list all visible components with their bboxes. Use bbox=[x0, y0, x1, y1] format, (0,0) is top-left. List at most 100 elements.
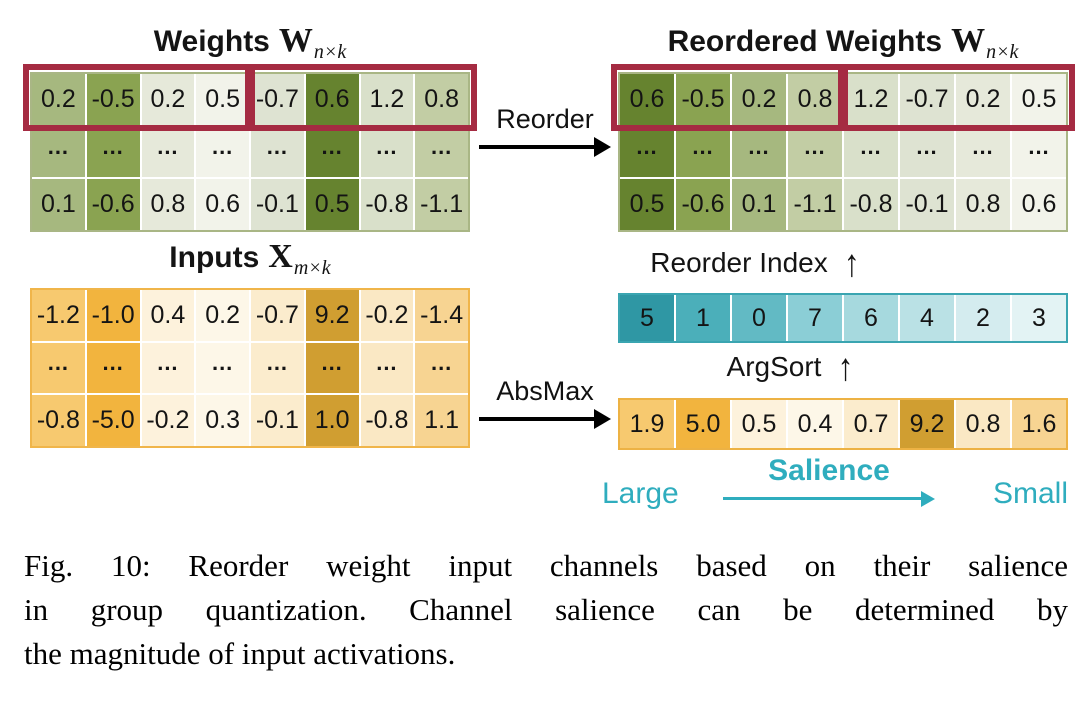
inputs-title-text: Inputs bbox=[169, 241, 260, 274]
matrix-cell: 0.2 bbox=[141, 74, 195, 125]
matrix-cell: 0.4 bbox=[788, 400, 842, 448]
matrix-cell: -0.1 bbox=[251, 395, 304, 446]
matrix-cell: -0.8 bbox=[32, 395, 85, 446]
matrix-cell: ... bbox=[32, 126, 85, 178]
matrix-cell: 0.6 bbox=[1012, 179, 1066, 230]
inputs-subscript: m×k bbox=[293, 257, 331, 279]
matrix-cell: ... bbox=[86, 126, 140, 178]
matrix-cell: 3 bbox=[1012, 295, 1066, 341]
matrix-cell: -0.1 bbox=[900, 179, 954, 230]
arrow-shaft bbox=[723, 497, 925, 500]
matrix-cell: 1 bbox=[676, 295, 730, 341]
matrix-cell: ... bbox=[900, 126, 954, 178]
matrix-cell: ... bbox=[196, 342, 249, 394]
matrix-cell: 0.2 bbox=[732, 74, 786, 125]
matrix-cell: ... bbox=[676, 126, 730, 178]
arrow-head bbox=[594, 409, 611, 429]
matrix-cell: 0.5 bbox=[1012, 74, 1066, 125]
matrix-cell: ... bbox=[415, 342, 468, 394]
matrix-cell: 0.8 bbox=[141, 179, 195, 230]
matrix-cell: -0.8 bbox=[360, 179, 414, 230]
matrix-cell: 1.9 bbox=[620, 400, 674, 448]
matrix-cell: ... bbox=[251, 342, 304, 394]
argsort-text: ArgSort bbox=[726, 351, 822, 382]
matrix-cell: 0.8 bbox=[956, 400, 1010, 448]
matrix-cell: 0.8 bbox=[956, 179, 1010, 230]
matrix-cell: 0.8 bbox=[415, 74, 468, 125]
reordered-weights-math-symbol: W bbox=[951, 22, 986, 59]
matrix-cell: 7 bbox=[788, 295, 842, 341]
matrix-cell: -1.1 bbox=[788, 179, 842, 230]
matrix-cell: 1.0 bbox=[305, 395, 359, 446]
matrix-cell: ... bbox=[305, 342, 359, 394]
weights-title-text: Weights bbox=[153, 25, 270, 58]
matrix-cell: 0.4 bbox=[141, 290, 195, 341]
reorder-index-label: Reorder Index ↑ bbox=[530, 244, 980, 282]
caption-line: Fig. 10: Reorder weight input channels b… bbox=[24, 548, 1068, 583]
arrow-shaft bbox=[479, 145, 599, 149]
argsort-label: ArgSort ↑ bbox=[565, 348, 1015, 386]
matrix-cell: -0.2 bbox=[141, 395, 195, 446]
matrix-cell: ... bbox=[32, 342, 85, 394]
matrix-cell: 0.8 bbox=[788, 74, 842, 125]
matrix-cell: ... bbox=[305, 126, 359, 178]
matrix-cell: 0.5 bbox=[305, 179, 359, 230]
matrix-cell: 9.2 bbox=[305, 290, 359, 341]
caption-line: the magnitude of input activations. bbox=[24, 636, 456, 671]
matrix-cell: ... bbox=[620, 126, 674, 178]
salience-large-label: Large bbox=[602, 477, 679, 510]
matrix-cell: ... bbox=[732, 126, 786, 178]
matrix-cell: 1.6 bbox=[1012, 400, 1066, 448]
figure-caption: Fig. 10: Reorder weight input channels b… bbox=[24, 544, 1068, 676]
matrix-cell: ... bbox=[788, 126, 842, 178]
matrix-cell: ... bbox=[251, 126, 304, 178]
matrix-cell: 2 bbox=[956, 295, 1010, 341]
reorder-flow: Reorder bbox=[475, 104, 615, 157]
matrix-cell: -0.2 bbox=[360, 290, 414, 341]
matrix-cell: 0.5 bbox=[620, 179, 674, 230]
reordered-group-divider bbox=[838, 64, 848, 131]
arrow-head bbox=[921, 491, 935, 507]
matrix-cell: ... bbox=[360, 126, 414, 178]
arrow-head bbox=[594, 137, 611, 157]
matrix-cell: -1.0 bbox=[86, 290, 140, 341]
matrix-cell: -1.1 bbox=[415, 179, 468, 230]
reorder-arrow-icon bbox=[479, 137, 611, 157]
matrix-cell: -0.8 bbox=[844, 179, 898, 230]
matrix-cell: 0.3 bbox=[196, 395, 249, 446]
reorder-index-text: Reorder Index bbox=[650, 247, 828, 278]
matrix-cell: 0.2 bbox=[32, 74, 85, 125]
reordered-weights-title-text: Reordered Weights bbox=[667, 25, 943, 58]
matrix-cell: 0.2 bbox=[956, 74, 1010, 125]
matrix-cell: ... bbox=[415, 126, 468, 178]
matrix-cell: -1.2 bbox=[32, 290, 85, 341]
matrix-cell: ... bbox=[1012, 126, 1066, 178]
matrix-cell: 4 bbox=[900, 295, 954, 341]
salience-arrow-icon bbox=[723, 490, 935, 507]
matrix-cell: ... bbox=[360, 342, 414, 394]
matrix-cell: 0.5 bbox=[732, 400, 786, 448]
matrix-cell: 0.6 bbox=[305, 74, 359, 125]
matrix-cell: 0.6 bbox=[620, 74, 674, 125]
matrix-cell: ... bbox=[196, 126, 249, 178]
matrix-cell: -0.7 bbox=[251, 290, 304, 341]
matrix-cell: 0.6 bbox=[196, 179, 249, 230]
matrix-cell: ... bbox=[956, 126, 1010, 178]
matrix-cell: 0.2 bbox=[196, 290, 249, 341]
arrow-shaft bbox=[479, 417, 599, 421]
caption-line: in group quantization. Channel salience … bbox=[24, 592, 1068, 627]
reorder-label: Reorder bbox=[496, 104, 594, 134]
salience-small-label: Small bbox=[992, 477, 1068, 510]
matrix-cell: 1.2 bbox=[360, 74, 414, 125]
matrix-cell: -0.6 bbox=[676, 179, 730, 230]
weights-group-divider bbox=[245, 64, 255, 131]
inputs-math-symbol: X bbox=[268, 238, 293, 275]
matrix-cell: 6 bbox=[844, 295, 898, 341]
